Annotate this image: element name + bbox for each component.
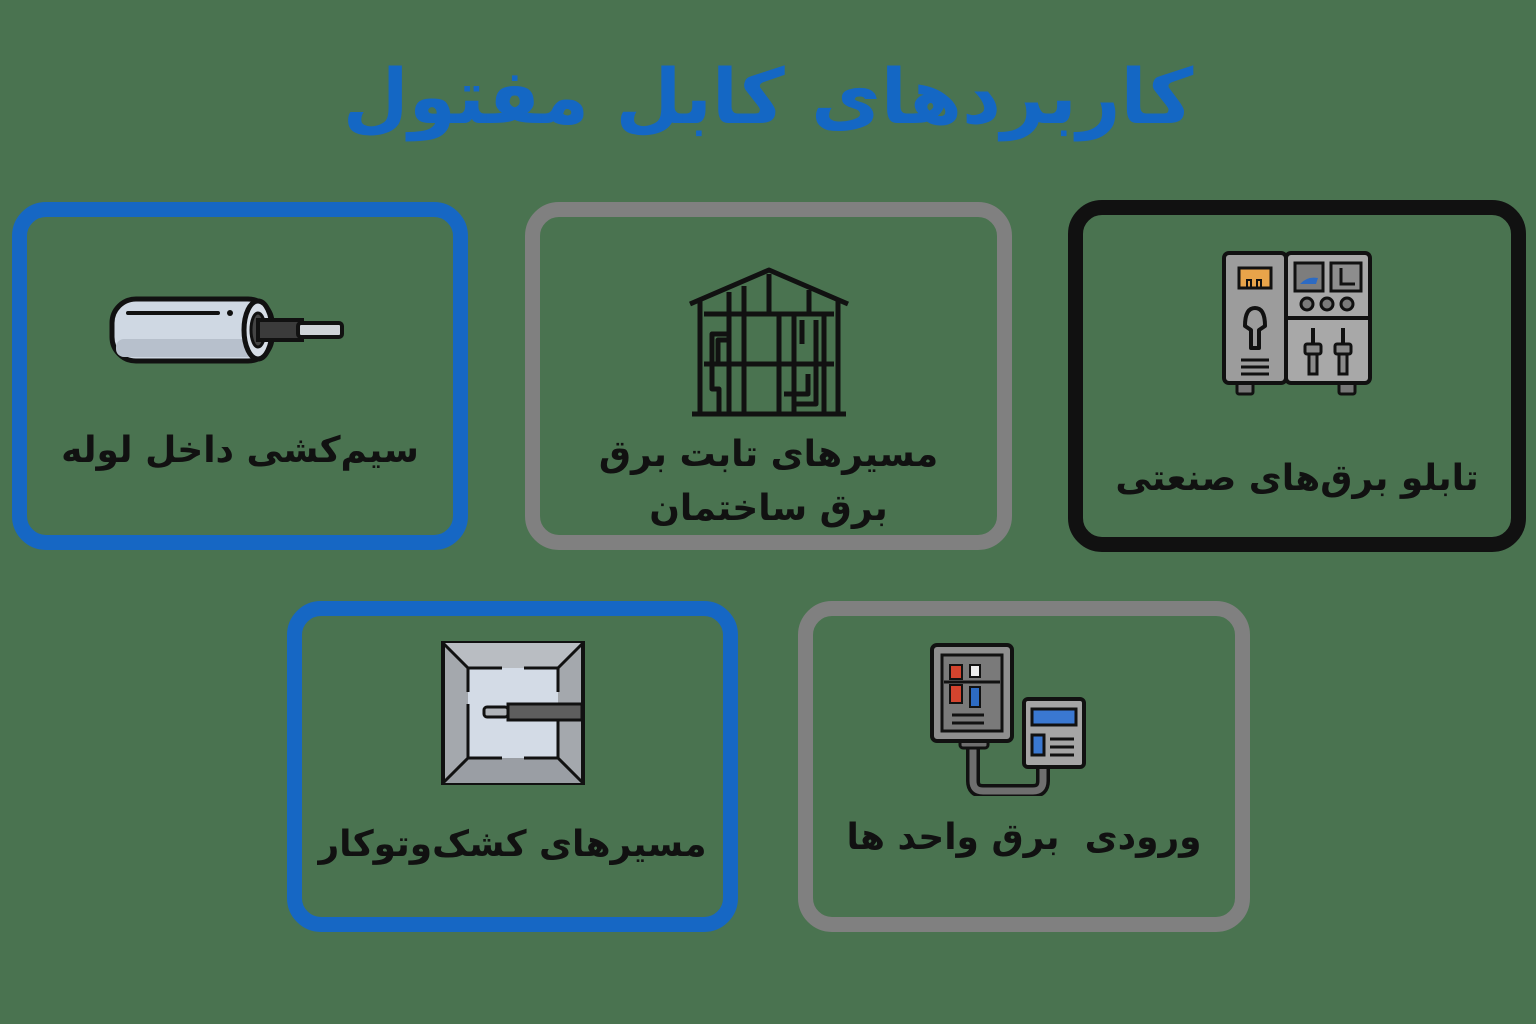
card-label-line2: برق ساختمان [649, 488, 888, 529]
page-title: کاربردهای کابل مفتول [342, 52, 1194, 141]
card-label: ورودی برق واحد ها [846, 817, 1202, 858]
meter-panel-connection-icon [928, 641, 1088, 798]
house-frame-wiring-icon [684, 264, 854, 419]
card-label: مسیرهای کشک‌وتوکار [318, 824, 707, 865]
card-building-fixed-routes: مسیرهای تابت برق برق ساختمان [525, 202, 1012, 550]
card-surface-recessed-routes: مسیرهای کشک‌وتوکار [287, 601, 738, 932]
card-label: سیم‌کشی داخل لوله [61, 430, 419, 471]
card-conduit-wiring: سیم‌کشی داخل لوله [12, 202, 468, 550]
card-label-line1: مسیرهای تابت برق [598, 434, 939, 475]
card-industrial-panel: تابلو برق‌های صنعتی [1068, 200, 1526, 552]
wall-box-cable-icon [440, 640, 586, 786]
conduit-pipe-cable-icon [108, 295, 348, 365]
industrial-electrical-panel-icon [1221, 250, 1373, 402]
card-label: تابلو برق‌های صنعتی [1115, 458, 1479, 499]
card-unit-power-entry: ورودی برق واحد ها [798, 601, 1250, 932]
